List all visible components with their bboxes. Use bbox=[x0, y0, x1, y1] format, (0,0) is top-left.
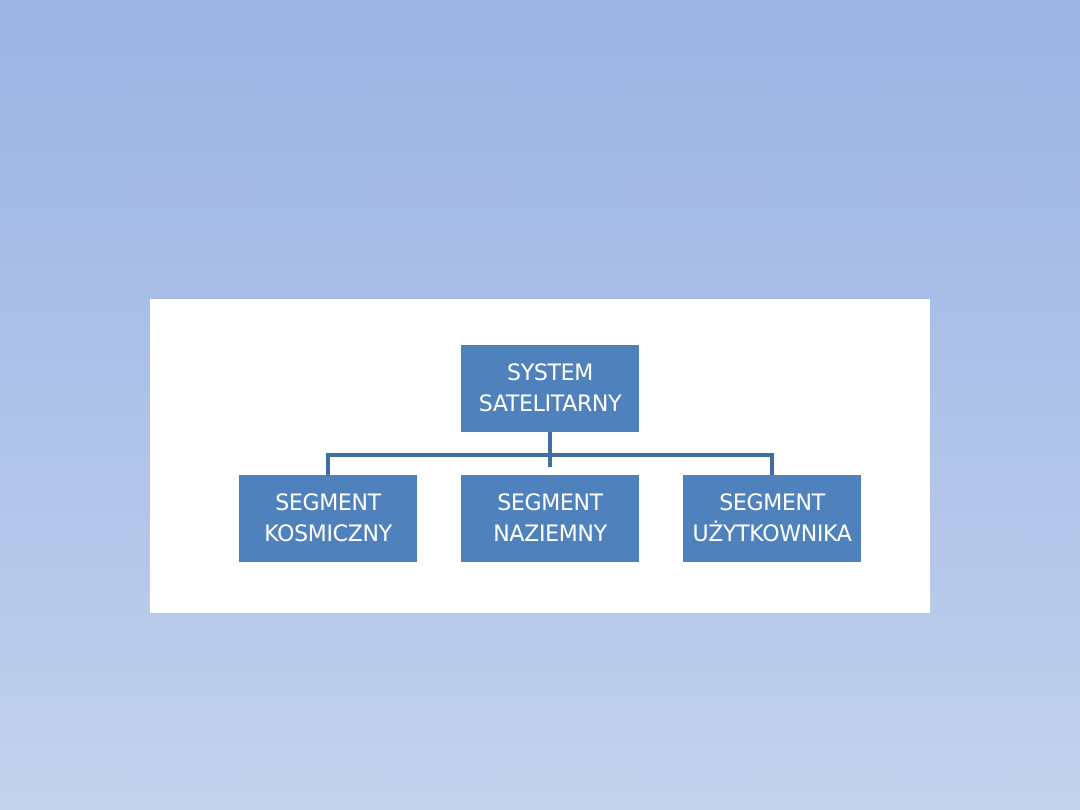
node-label-line2: KOSMICZNY bbox=[264, 521, 392, 547]
node-segment-naziemny: SEGMENT NAZIEMNY bbox=[461, 475, 639, 562]
node-label-line1: SEGMENT bbox=[275, 490, 381, 516]
node-label-line2: SATELITARNY bbox=[478, 391, 622, 417]
node-label-line1: SEGMENT bbox=[497, 490, 603, 516]
node-system-satelitarny: SYSTEM SATELITARNY bbox=[461, 345, 639, 432]
node-segment-kosmiczny: SEGMENT KOSMICZNY bbox=[239, 475, 417, 562]
diagram-panel: SYSTEM SATELITARNY SEGMENT KOSMICZNY SEG… bbox=[150, 299, 930, 613]
node-label-line2: NAZIEMNY bbox=[493, 521, 607, 547]
node-label-line1: SYSTEM bbox=[507, 360, 593, 386]
node-label-line1: SEGMENT bbox=[719, 490, 825, 516]
connector-lines bbox=[326, 432, 774, 475]
node-label-line2: UŻYTKOWNIKA bbox=[692, 521, 852, 547]
node-segment-uzytkownika: SEGMENT UŻYTKOWNIKA bbox=[683, 475, 861, 562]
